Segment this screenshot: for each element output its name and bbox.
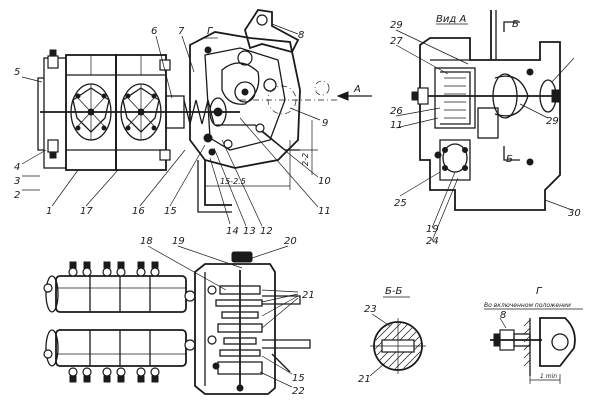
callout-14: 14 <box>226 226 239 237</box>
leader-lines <box>21 23 321 227</box>
callout-11: 11 <box>318 206 331 217</box>
cam <box>221 62 260 105</box>
section-b-top <box>503 21 520 32</box>
lever-8 <box>244 9 300 54</box>
detail-dim: 1 min <box>540 373 557 380</box>
view-a-lower-block <box>439 139 471 181</box>
detail-g-subtitle: Во включенном положении <box>484 302 571 309</box>
inner-plate <box>204 47 286 151</box>
section-b-label-bottom: Б <box>506 154 513 165</box>
detail-g: Г Во включенном положении 8 1 min <box>484 286 583 384</box>
section-bb: Б-Б 23 21 <box>358 286 426 385</box>
callout-11-a: 11 <box>390 120 403 131</box>
callout-20: 20 <box>284 236 297 247</box>
callout-3: 3 <box>14 176 20 187</box>
detail-plate <box>539 317 576 367</box>
callout-12: 12 <box>260 226 273 237</box>
detail-g-title: Г <box>536 286 543 297</box>
contact-housing <box>434 67 476 129</box>
top-view: 5 4 3 2 1 17 16 15 6 7 Г 8 А 9 10 11 14 … <box>14 9 372 237</box>
callout-2: 2 <box>14 190 20 201</box>
terminal-clusters <box>43 261 196 383</box>
callout-5: 5 <box>14 67 20 78</box>
detail-hatching <box>523 319 531 367</box>
callout-8: 8 <box>298 30 304 41</box>
callout-7: 7 <box>178 26 185 37</box>
view-a-leaders <box>395 29 575 242</box>
callout-30: 30 <box>568 208 581 219</box>
section-b-bottom <box>503 146 520 161</box>
bottom-view: 18 19 20 21 15 22 <box>43 236 315 397</box>
mounting-bracket-edge <box>197 160 232 213</box>
bottom-leaders <box>147 245 299 388</box>
terminal-nuts <box>47 49 171 161</box>
callout-9: 9 <box>322 118 328 129</box>
cam-hub <box>234 81 256 103</box>
callout-4: 4 <box>14 162 20 173</box>
lower-linkage <box>215 124 300 151</box>
upper-cylinder <box>55 275 187 313</box>
view-a-cam <box>492 73 518 119</box>
callout-27: 29 <box>390 20 403 31</box>
shaft-assembly <box>40 95 240 129</box>
callout-21: 21 <box>302 290 315 301</box>
section-mark-g: Г <box>207 26 214 37</box>
callout-6: 6 <box>151 26 157 37</box>
callout-25: 26 <box>390 106 403 117</box>
callout-15: 15 <box>164 206 177 217</box>
roller <box>263 78 277 92</box>
section-b-label-top: Б <box>512 19 519 30</box>
callout-15-b: 15 <box>292 373 305 384</box>
callout-29: 29 <box>546 116 559 127</box>
callout-10: 10 <box>318 176 331 187</box>
projection-circle <box>314 80 330 96</box>
view-a-bracket <box>477 107 499 139</box>
callout-18: 18 <box>140 236 153 247</box>
plate-screws <box>203 46 216 156</box>
callout-1: 1 <box>46 206 52 217</box>
view-a: Вид А Б Б 29 27 26 11 25 19 24 29 30 <box>390 10 581 247</box>
view-arrow-a <box>336 91 372 101</box>
callout-17: 17 <box>80 206 93 217</box>
lower-cylinder <box>55 329 187 367</box>
arrow-label-a: А <box>353 84 361 95</box>
side-rod <box>262 295 301 305</box>
callout-8-g: 8 <box>500 310 506 321</box>
callout-22-a: 24 <box>426 236 439 247</box>
callout-22-b: 22 <box>292 386 305 397</box>
callout-21-s: 21 <box>358 374 371 385</box>
callout-24: 25 <box>394 198 407 209</box>
section-bb-title: Б-Б <box>385 286 402 297</box>
dim-horizontal: 15-2.5 <box>220 177 246 186</box>
pivot-hub <box>237 50 253 66</box>
callout-23: 23 <box>364 304 377 315</box>
callout-26: 27 <box>390 36 403 47</box>
callout-16: 16 <box>132 206 145 217</box>
callout-19-b: 19 <box>172 236 185 247</box>
knob-20 <box>231 251 253 263</box>
side-rod <box>262 339 311 349</box>
bottom-mech-plate <box>194 263 276 395</box>
view-a-title: Вид А <box>436 14 466 25</box>
dim-vertical: 2-2 <box>301 153 310 166</box>
mounting-bracket <box>204 160 232 206</box>
callout-13: 13 <box>243 226 256 237</box>
lever-pin <box>256 14 268 26</box>
end-bracket <box>37 77 44 151</box>
view-a-frame <box>419 37 561 211</box>
callout-19-a: 19 <box>426 224 439 235</box>
